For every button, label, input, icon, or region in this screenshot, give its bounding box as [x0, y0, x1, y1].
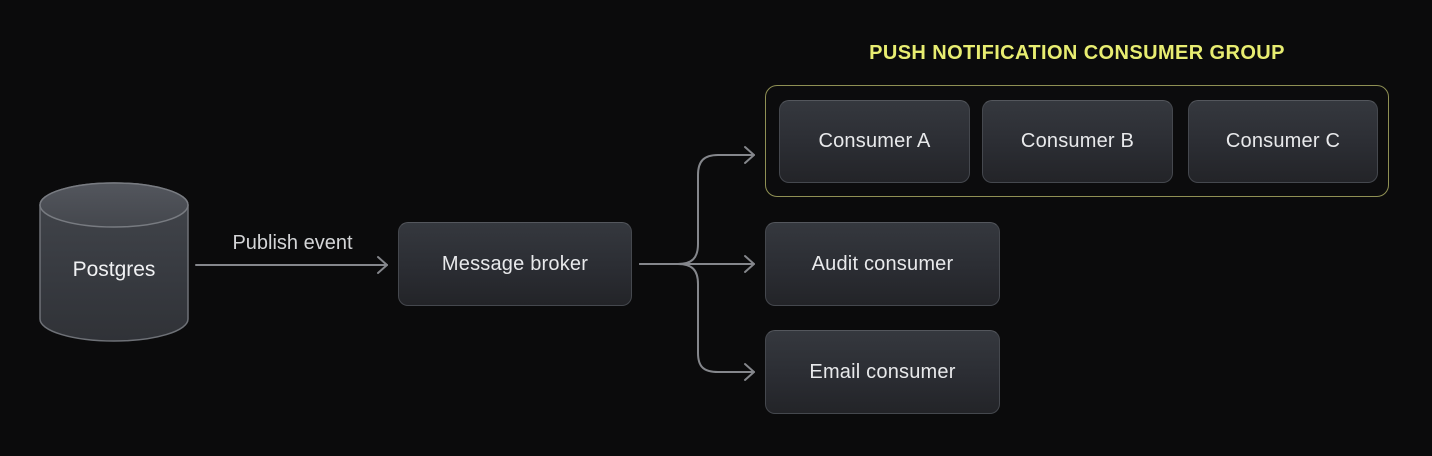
edge-publish-event-arrow	[195, 256, 388, 274]
audit-consumer-node: Audit consumer	[765, 222, 1000, 306]
consumer-c-node: Consumer C	[1188, 100, 1378, 183]
message-broker-node: Message broker	[398, 222, 632, 306]
audit-consumer-label: Audit consumer	[811, 252, 954, 275]
edge-broker-to-email-arrow	[639, 263, 755, 381]
consumer-a-node: Consumer A	[779, 100, 970, 183]
publish-event-edge-label: Publish event	[232, 232, 353, 254]
message-broker-label: Message broker	[441, 252, 589, 275]
consumer-b-label: Consumer B	[1020, 130, 1135, 152]
email-consumer-node: Email consumer	[765, 330, 1000, 414]
email-consumer-label: Email consumer	[809, 360, 956, 383]
consumer-a-label: Consumer A	[818, 130, 931, 152]
postgres-node-label: Postgres	[72, 258, 156, 281]
consumer-b-node: Consumer B	[982, 100, 1173, 183]
consumer-c-label: Consumer C	[1225, 130, 1341, 152]
consumer-group-title: PUSH NOTIFICATION CONSUMER GROUP	[869, 42, 1285, 64]
edge-broker-to-consumer-group-arrow	[639, 146, 755, 265]
edge-broker-to-audit-arrow	[639, 255, 755, 273]
